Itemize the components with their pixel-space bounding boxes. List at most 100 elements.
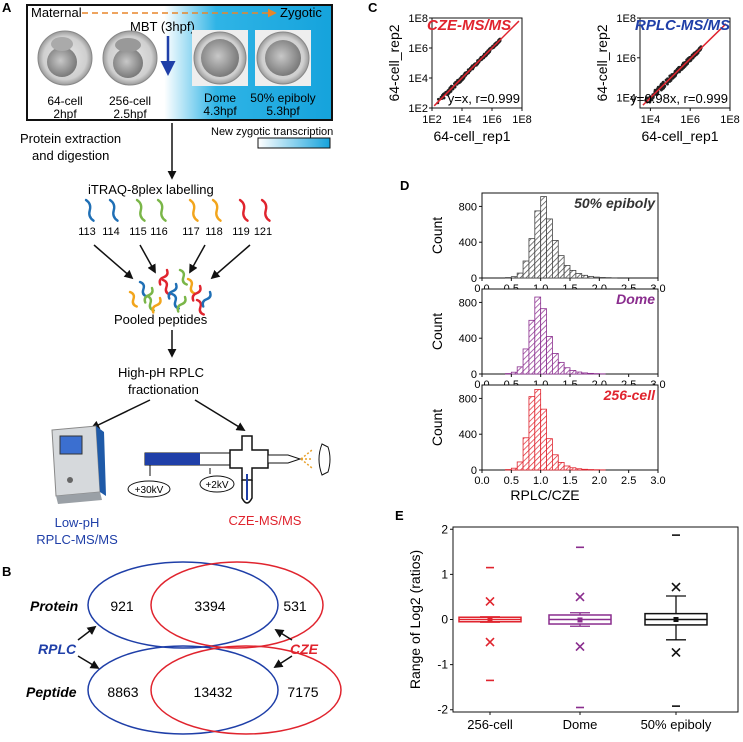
peptide-squiggle [238, 198, 249, 222]
hist-ylabel: Count [429, 313, 445, 350]
x-tick-label: 1E8 [512, 114, 532, 126]
scatter-title: RPLC-MS/MS [635, 17, 730, 34]
hist-bar [569, 370, 577, 375]
hist-bar [569, 467, 577, 471]
y-tick-label: 800 [459, 201, 477, 213]
stage-name: 256-cell [109, 94, 151, 108]
y-tick-label: 400 [459, 333, 477, 345]
fit-annotation: y=0.98x, r=0.999 [630, 91, 728, 106]
x-tick-label: 1E8 [720, 114, 740, 126]
x-tick-label: 1E4 [452, 114, 472, 126]
itraq-tag-label: 115 [129, 226, 147, 238]
method-rplc: RPLC-MS/MS [36, 532, 118, 547]
hist-bar [563, 465, 571, 471]
y-tick-label: 1E8 [408, 13, 428, 25]
hist-bar [575, 468, 583, 471]
itraq-tag-label: 117 [182, 226, 200, 238]
hist-ylabel: Count [429, 409, 445, 446]
method-cze: CZE-MS/MS [229, 513, 302, 528]
step-digestion: and digestion [32, 148, 109, 163]
new-transcription-label: New zygotic transcription [211, 126, 333, 138]
peptide-shared: 13432 [194, 684, 233, 700]
peptide-squiggle [138, 280, 148, 298]
peptide-squiggle [135, 198, 146, 222]
peptide-squiggle [161, 278, 171, 296]
x-tick-label: 1E4 [641, 114, 661, 126]
hist-xlabel: RPLC/CZE [510, 487, 579, 503]
itraq-tag-label: 114 [102, 226, 120, 238]
x-tick-label: 50% epiboly [641, 717, 712, 732]
y-tick-label: 800 [459, 393, 477, 405]
ce-setup: +30kV +2kV [127, 435, 331, 504]
flow-arrow [189, 244, 206, 274]
hist-bar [540, 196, 547, 279]
x-tick-label: 2.0 [592, 475, 607, 487]
flow-arrow [194, 399, 246, 431]
y-tick-label: 0 [441, 613, 448, 627]
hist-bar [552, 454, 559, 471]
hist-frame [481, 384, 659, 471]
flow-arrow [210, 244, 251, 280]
protein-shared: 3394 [194, 598, 225, 614]
peptide-squiggle [84, 198, 95, 222]
venn-protein [87, 561, 324, 649]
hist-bar [516, 461, 524, 471]
venn-arrow [77, 625, 97, 641]
histograms: 0.00.51.01.52.02.53.00400800Count50% epi… [429, 192, 666, 487]
y-tick-label: 400 [459, 429, 477, 441]
step-extraction: Protein extraction [20, 131, 121, 146]
peptide-squiggle [167, 282, 178, 300]
peptide-squiggle [158, 268, 169, 286]
scatter-xlabel: 64-cell_rep1 [433, 128, 510, 144]
embryo-dome [192, 30, 248, 86]
fit-line [642, 23, 727, 106]
hist-bar [540, 408, 547, 471]
peptide-squiggle [128, 290, 138, 308]
peptide-squiggle [143, 286, 154, 304]
venn-arrow [274, 629, 293, 641]
panel-e-letter: E [395, 508, 404, 523]
x-tick-label: 1.5 [562, 475, 577, 487]
hist-bar [587, 275, 594, 279]
hist-bar [534, 296, 542, 375]
method-lowph: Low-pH [55, 515, 100, 530]
protein-rplc-only: 921 [110, 598, 134, 614]
hist-bar [587, 372, 594, 375]
hist-bar [510, 371, 518, 375]
hist-bar [557, 461, 565, 471]
scatter-title: CZE-MS/MS [427, 17, 511, 34]
scatter-point [659, 88, 663, 92]
y-tick-label: 1E6 [616, 53, 636, 65]
peptide-squiggle [188, 198, 199, 222]
y-tick-label: 1E6 [408, 43, 428, 55]
itraq-tag-label: 118 [205, 226, 223, 238]
hist-bar [522, 260, 530, 279]
peptide-cze-only: 7175 [287, 684, 318, 700]
box-percentile-marker [485, 596, 495, 607]
y-tick-label: 1 [441, 567, 448, 581]
stage-time: 2hpf [53, 107, 77, 121]
x-tick-label: 3.0 [650, 475, 665, 487]
y-tick-label: 0 [471, 465, 477, 477]
venn-arrow [77, 655, 100, 669]
pooled-peptide-squiggles [128, 268, 212, 316]
embryo-50-epiboly [255, 30, 311, 86]
hist-bar [552, 353, 559, 375]
peptide-squiggle [186, 277, 196, 295]
y-tick-label: -2 [437, 703, 448, 717]
hist-bar [575, 371, 583, 375]
hist-bar [581, 468, 589, 471]
peptide-squiggle [201, 290, 212, 308]
hist-title: 50% epiboly [574, 195, 656, 211]
box-percentile-marker [671, 647, 681, 658]
y-tick-label: 1E2 [408, 103, 428, 115]
box-percentile-marker [485, 637, 495, 647]
peptide-squiggle [211, 198, 222, 222]
hist-bar [552, 240, 559, 279]
y-tick-label: 1E4 [616, 93, 636, 105]
y-tick-label: 0 [471, 273, 477, 285]
peptide-squiggle [145, 294, 155, 312]
peptide-squiggle [178, 268, 188, 286]
